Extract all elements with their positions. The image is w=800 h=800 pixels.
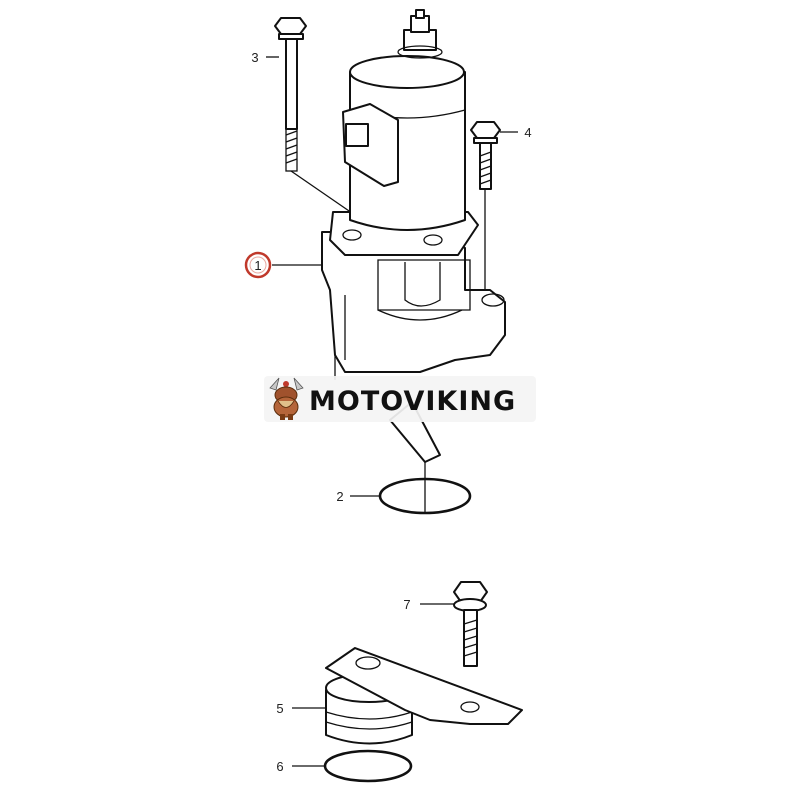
o-ring-part-2 — [350, 477, 472, 515]
watermark-text: MOTOVIKING — [309, 386, 516, 417]
viking-mascot-icon — [269, 377, 304, 420]
bolt-part-3 — [274, 17, 353, 214]
callout-6-label: 6 — [276, 759, 283, 774]
callout-1-label: 1 — [254, 258, 261, 273]
watermark: MOTOVIKING — [264, 376, 536, 422]
callout-7-label: 7 — [403, 597, 410, 612]
o-ring-part-6 — [292, 749, 413, 783]
callout-4-label: 4 — [524, 125, 531, 140]
callout-2-label: 2 — [336, 489, 343, 504]
mount-bracket-part-5 — [292, 647, 523, 745]
callout-5-label: 5 — [276, 701, 283, 716]
callout-3-label: 3 — [251, 50, 258, 65]
bolt-part-7 — [420, 581, 488, 667]
actuator-assembly-part-1 — [272, 9, 506, 512]
bolt-part-4 — [470, 121, 501, 298]
callout-1: 1 — [244, 251, 272, 279]
